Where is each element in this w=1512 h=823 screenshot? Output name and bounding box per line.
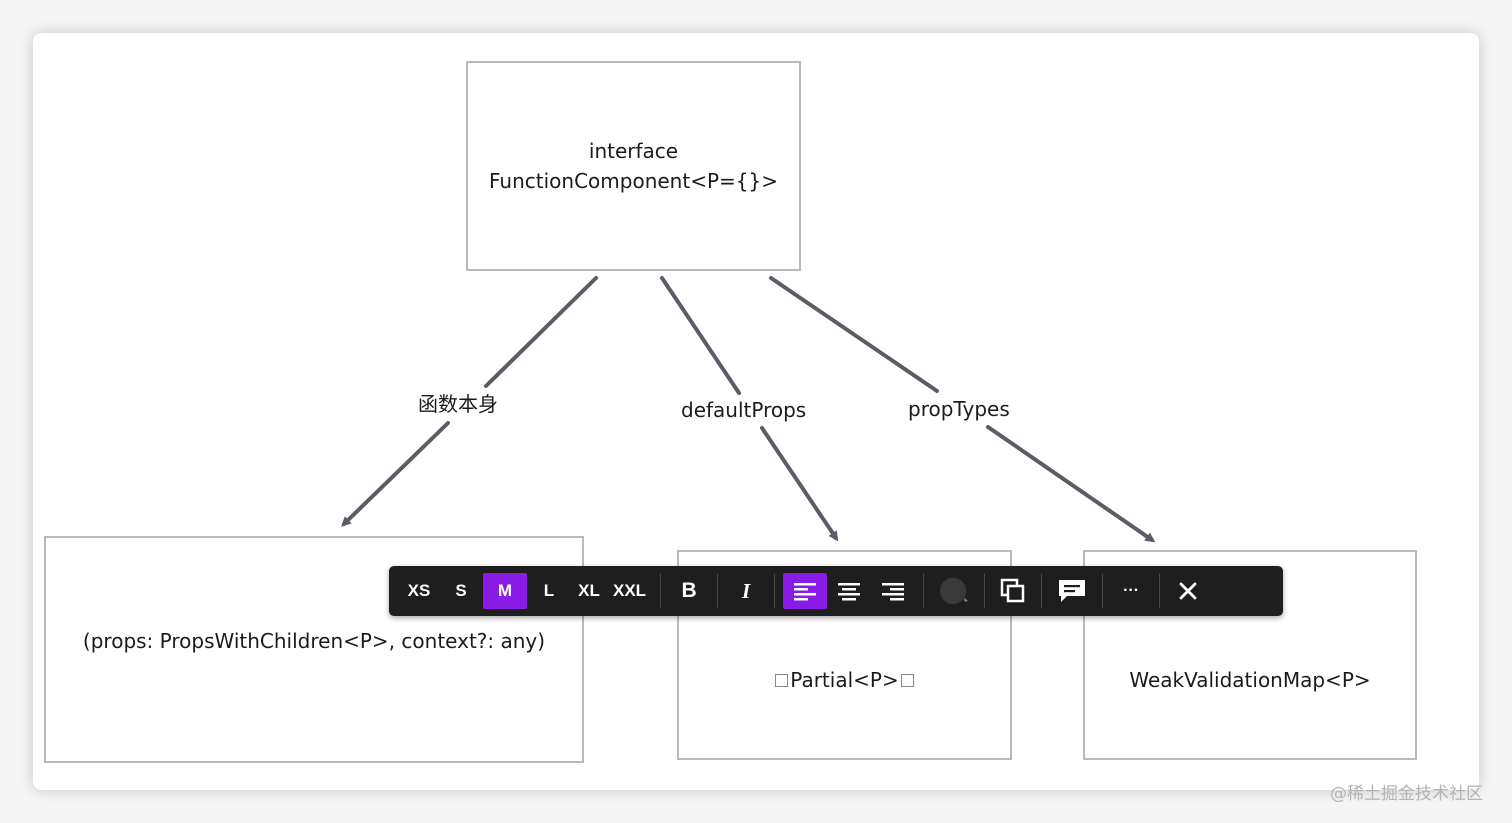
toolbar-divider	[717, 574, 719, 608]
align-center-button[interactable]	[827, 573, 871, 609]
text-handle-left-icon[interactable]	[775, 673, 789, 687]
edge-label-prop-types[interactable]: propTypes	[908, 397, 1010, 421]
duplicate-icon	[1000, 578, 1025, 603]
size-xs-button[interactable]: XS	[407, 581, 431, 600]
node-top-line1: interface	[588, 139, 679, 163]
more-options-button[interactable]: ···	[1123, 582, 1140, 599]
toolbar-divider	[1041, 574, 1043, 608]
node-fn-text: (props: PropsWithChildren<P>, context?: …	[82, 629, 546, 653]
edge-default-upper	[660, 276, 741, 395]
text-handle-right-icon[interactable]	[900, 673, 914, 687]
align-center-icon	[838, 583, 861, 601]
size-l-button[interactable]: L	[543, 581, 555, 600]
edge-label-function-self[interactable]: 函数本身	[418, 392, 498, 416]
node-partial-editing-line[interactable]: Partial<P>	[773, 665, 915, 695]
comment-button[interactable]	[1050, 573, 1094, 609]
size-s-button[interactable]: S	[455, 581, 467, 600]
close-icon	[1179, 582, 1197, 600]
color-swatch-icon	[939, 577, 969, 605]
node-function-component[interactable]: interface FunctionComponent<P={}>	[466, 61, 801, 271]
edge-prop-upper	[769, 276, 939, 393]
edge-fn-upper	[484, 276, 598, 388]
watermark: @稀土掘金技术社区	[1330, 784, 1483, 804]
bold-button[interactable]: B	[681, 579, 697, 602]
size-xxl-button[interactable]: XXL	[613, 581, 647, 600]
toolbar-divider	[1102, 574, 1104, 608]
toolbar-divider	[774, 574, 776, 608]
edge-fn-lower	[341, 421, 450, 527]
align-left-button[interactable]	[783, 573, 828, 609]
italic-button[interactable]: I	[741, 578, 751, 603]
align-right-button[interactable]	[871, 573, 915, 609]
align-left-icon	[794, 583, 817, 601]
comment-icon	[1059, 580, 1086, 602]
toolbar-divider	[660, 574, 662, 608]
toolbar-divider	[1159, 574, 1161, 608]
text-format-toolbar: XS S M L XL XXL B I ···	[389, 566, 1283, 616]
close-toolbar-button[interactable]	[1168, 573, 1208, 609]
edge-default-lower	[760, 426, 839, 542]
size-m-button[interactable]: M	[483, 573, 527, 609]
edge-label-default-props[interactable]: defaultProps	[681, 398, 807, 422]
toolbar-divider	[923, 574, 925, 608]
edge-prop-lower	[986, 425, 1156, 543]
node-weak-text: WeakValidationMap<P>	[1129, 668, 1371, 692]
toolbar-divider	[984, 574, 986, 608]
color-picker-button[interactable]	[932, 573, 976, 609]
node-partial-text: Partial<P>	[790, 668, 899, 692]
size-xl-button[interactable]: XL	[578, 581, 600, 600]
node-top-line2: FunctionComponent<P={}>	[489, 169, 778, 193]
align-right-icon	[882, 583, 905, 601]
duplicate-button[interactable]	[993, 573, 1033, 609]
